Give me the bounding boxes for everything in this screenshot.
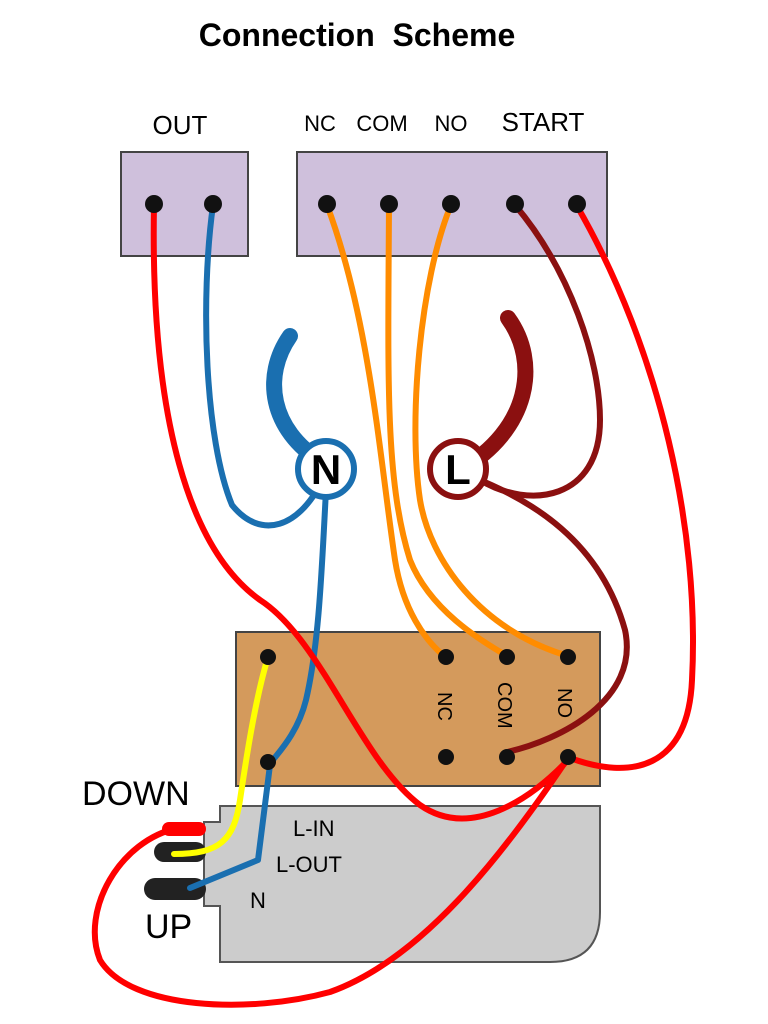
- device-pin-up: [144, 878, 206, 900]
- device-label-n: N: [250, 888, 266, 913]
- relay-label-com: COM: [356, 111, 407, 136]
- device-label-l-in: L-IN: [293, 816, 335, 841]
- terminal-screw: [506, 195, 524, 213]
- terminal-screw: [438, 749, 454, 765]
- wire-out-red: [150, 202, 571, 822]
- terminal-screw: [568, 195, 586, 213]
- terminal-screw: [318, 195, 336, 213]
- terminal-screw: [560, 649, 576, 665]
- line-bus-circle: [427, 438, 489, 500]
- controller-module: [235, 631, 601, 787]
- wire-no-orange: [412, 202, 571, 659]
- out-terminal-block: [120, 151, 249, 257]
- terminal-screw: [560, 749, 576, 765]
- terminal-screw: [442, 195, 460, 213]
- controller-label-no: NO: [553, 688, 575, 718]
- terminal-screw: [260, 649, 276, 665]
- out-terminals: [145, 195, 222, 213]
- wire-out-blue: [203, 202, 328, 529]
- terminal-screw: [438, 649, 454, 665]
- down-label: DOWN: [82, 775, 190, 813]
- wire-start-dark-red: [477, 202, 603, 499]
- terminal-screw: [204, 195, 222, 213]
- relay-terminals: [318, 195, 586, 213]
- relay-label-nc: NC: [304, 111, 336, 136]
- controller-label-nc: NC: [433, 692, 455, 721]
- controller-label-com: COM: [493, 682, 515, 729]
- neutral-bus-label: N: [311, 446, 341, 493]
- terminal-screw: [499, 749, 515, 765]
- device-body: [203, 805, 601, 963]
- terminal-screw: [260, 754, 276, 770]
- wire-start-red: [567, 203, 697, 771]
- terminal-screw: [499, 649, 515, 665]
- device-pin-down: [162, 822, 206, 836]
- out-label: OUT: [153, 110, 208, 140]
- relay-label-no: NO: [435, 111, 468, 136]
- line-bus-label: L: [445, 446, 471, 493]
- neutral-bus-circle: [295, 438, 357, 500]
- wire-line-controller: [472, 475, 630, 755]
- wire-nc-orange: [324, 202, 447, 659]
- diagram-title: Connection Scheme: [199, 17, 516, 53]
- controller-terminals: [260, 649, 576, 770]
- terminal-screw: [380, 195, 398, 213]
- device-label-l-out: L-OUT: [276, 852, 342, 877]
- wire-yellow: [171, 654, 271, 857]
- up-label: UP: [145, 908, 192, 946]
- relay-label-start: START: [502, 107, 585, 137]
- terminal-screw: [145, 195, 163, 213]
- wire-down-red: [91, 752, 573, 1008]
- wire-com-orange: [385, 202, 510, 659]
